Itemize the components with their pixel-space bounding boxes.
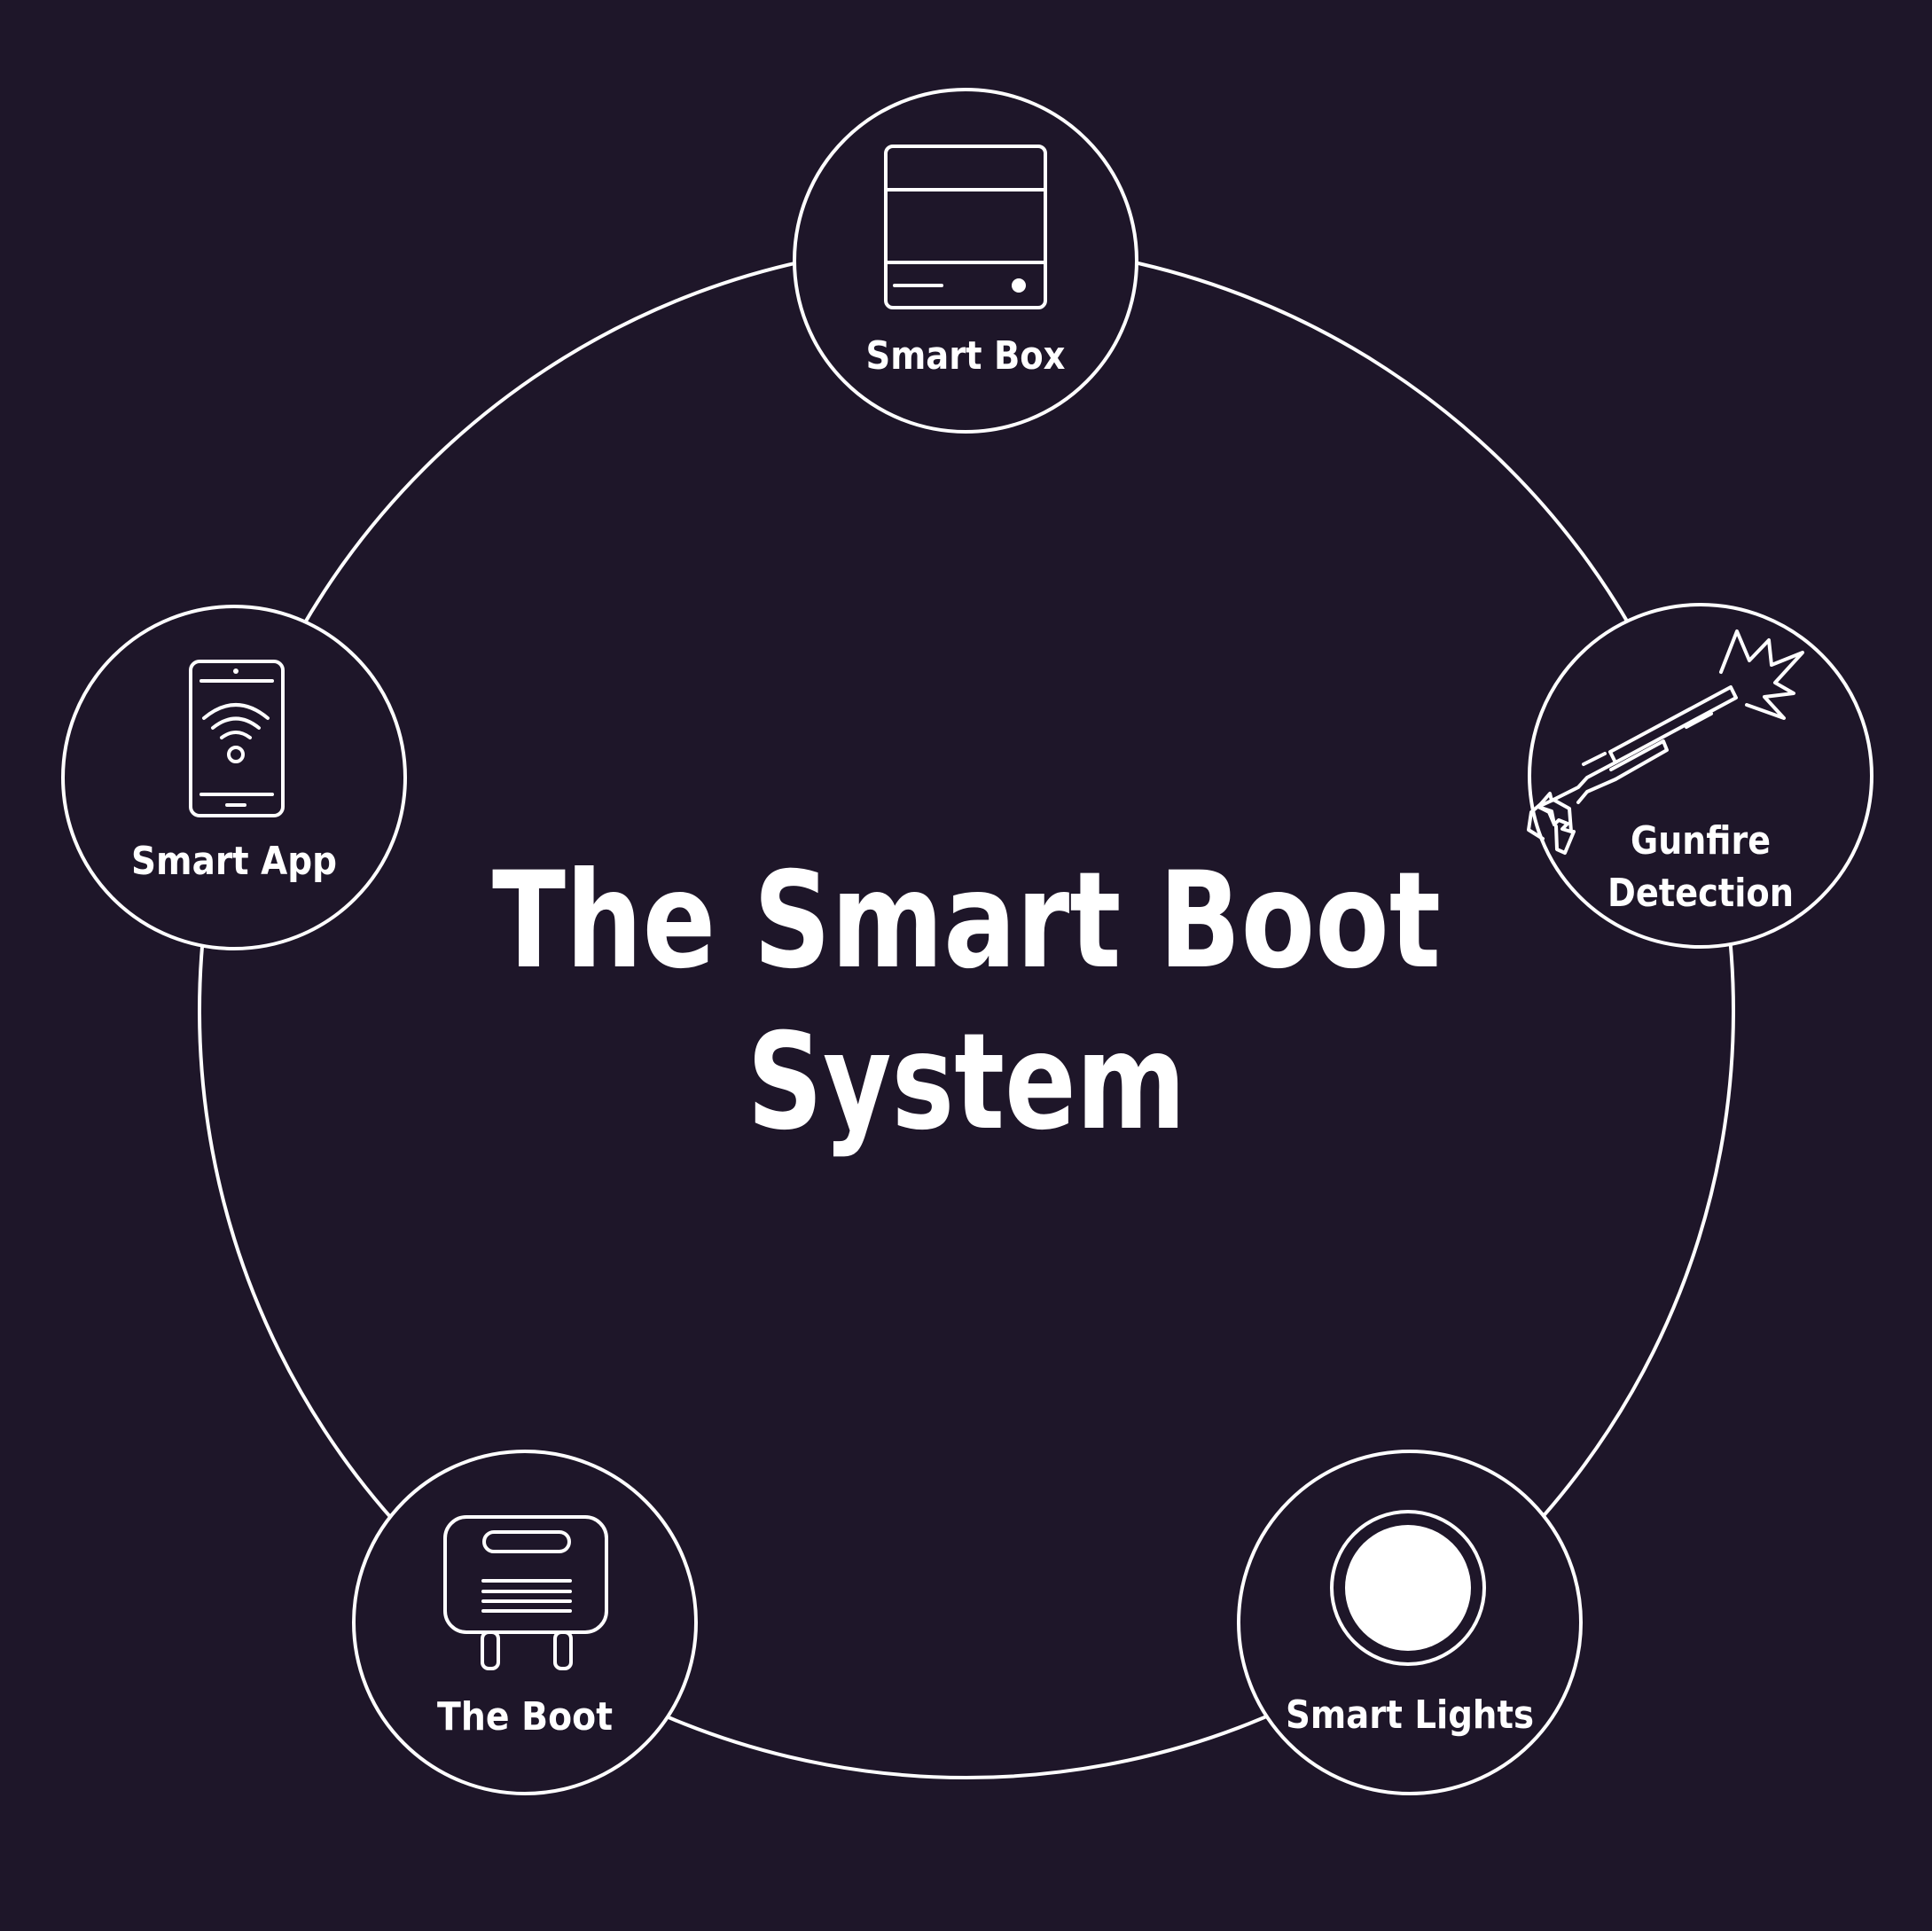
node-the-boot: The Boot	[352, 1450, 698, 1795]
diagram-title: The Smart Boot System	[492, 844, 1441, 1160]
phone-wifi-icon	[189, 660, 285, 817]
shotgun-firing-icon	[1527, 629, 1804, 855]
title-line-2: System	[747, 1005, 1186, 1160]
title-line-1: The Smart Boot	[492, 844, 1441, 998]
gunfire-label-line-2: Detection	[1607, 871, 1794, 916]
node-gunfire-detection: Gunfire Detection	[1527, 603, 1873, 949]
node-smart-lights: Smart Lights	[1237, 1450, 1583, 1795]
node-smart-app: Smart App	[61, 605, 407, 950]
smart-box-label: Smart Box	[866, 333, 1066, 379]
node-smart-box: Smart Box	[793, 88, 1138, 434]
gunfire-label-line-1: Gunfire	[1631, 818, 1771, 864]
node-smart-app-circle	[61, 605, 407, 950]
light-bulb-icon	[1330, 1510, 1486, 1666]
boot-device-icon	[443, 1515, 608, 1670]
node-the-boot-circle	[352, 1450, 698, 1795]
smart-box-icon	[884, 145, 1047, 309]
smart-app-label: Smart App	[131, 839, 337, 884]
the-boot-label: The Boot	[437, 1694, 613, 1739]
smart-lights-label: Smart Lights	[1286, 1693, 1534, 1738]
